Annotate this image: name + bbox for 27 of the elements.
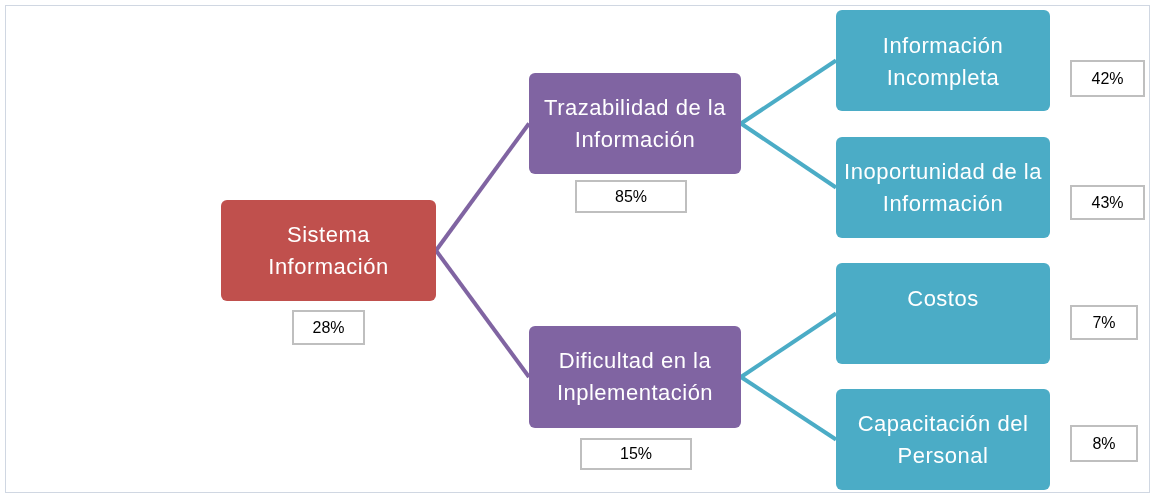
connector-line — [739, 375, 838, 442]
box-label: Inoportunidad de la Información — [843, 157, 1043, 218]
category-box — [836, 263, 1050, 364]
connector-line — [434, 249, 531, 379]
box-label: Sistema Información — [267, 220, 390, 281]
box-label: Información Incompleta — [881, 32, 1005, 92]
connector-line — [434, 122, 531, 252]
percentage-label: 85% — [575, 180, 687, 213]
percentage-label: 7% — [1070, 305, 1138, 340]
category-box — [836, 137, 1050, 238]
percentage-label: 28% — [292, 310, 365, 345]
box-label: Costos — [907, 285, 979, 313]
percentage-label: 8% — [1070, 425, 1138, 462]
connector-line — [739, 58, 838, 126]
connector-line — [739, 311, 838, 379]
box-label: Trazabilidad de la Información — [543, 93, 727, 154]
percentage-label: 15% — [580, 438, 692, 470]
box-label: Capacitación del Personal — [856, 409, 1030, 470]
category-box — [221, 200, 436, 301]
category-box — [529, 73, 741, 174]
category-box — [529, 326, 741, 428]
percentage-label: 42% — [1070, 60, 1145, 97]
connector-line — [739, 121, 838, 190]
percentage-label: 43% — [1070, 185, 1145, 220]
category-box — [836, 389, 1050, 490]
box-label: Dificultad en la Inplementación — [555, 347, 715, 407]
category-box — [836, 10, 1050, 111]
